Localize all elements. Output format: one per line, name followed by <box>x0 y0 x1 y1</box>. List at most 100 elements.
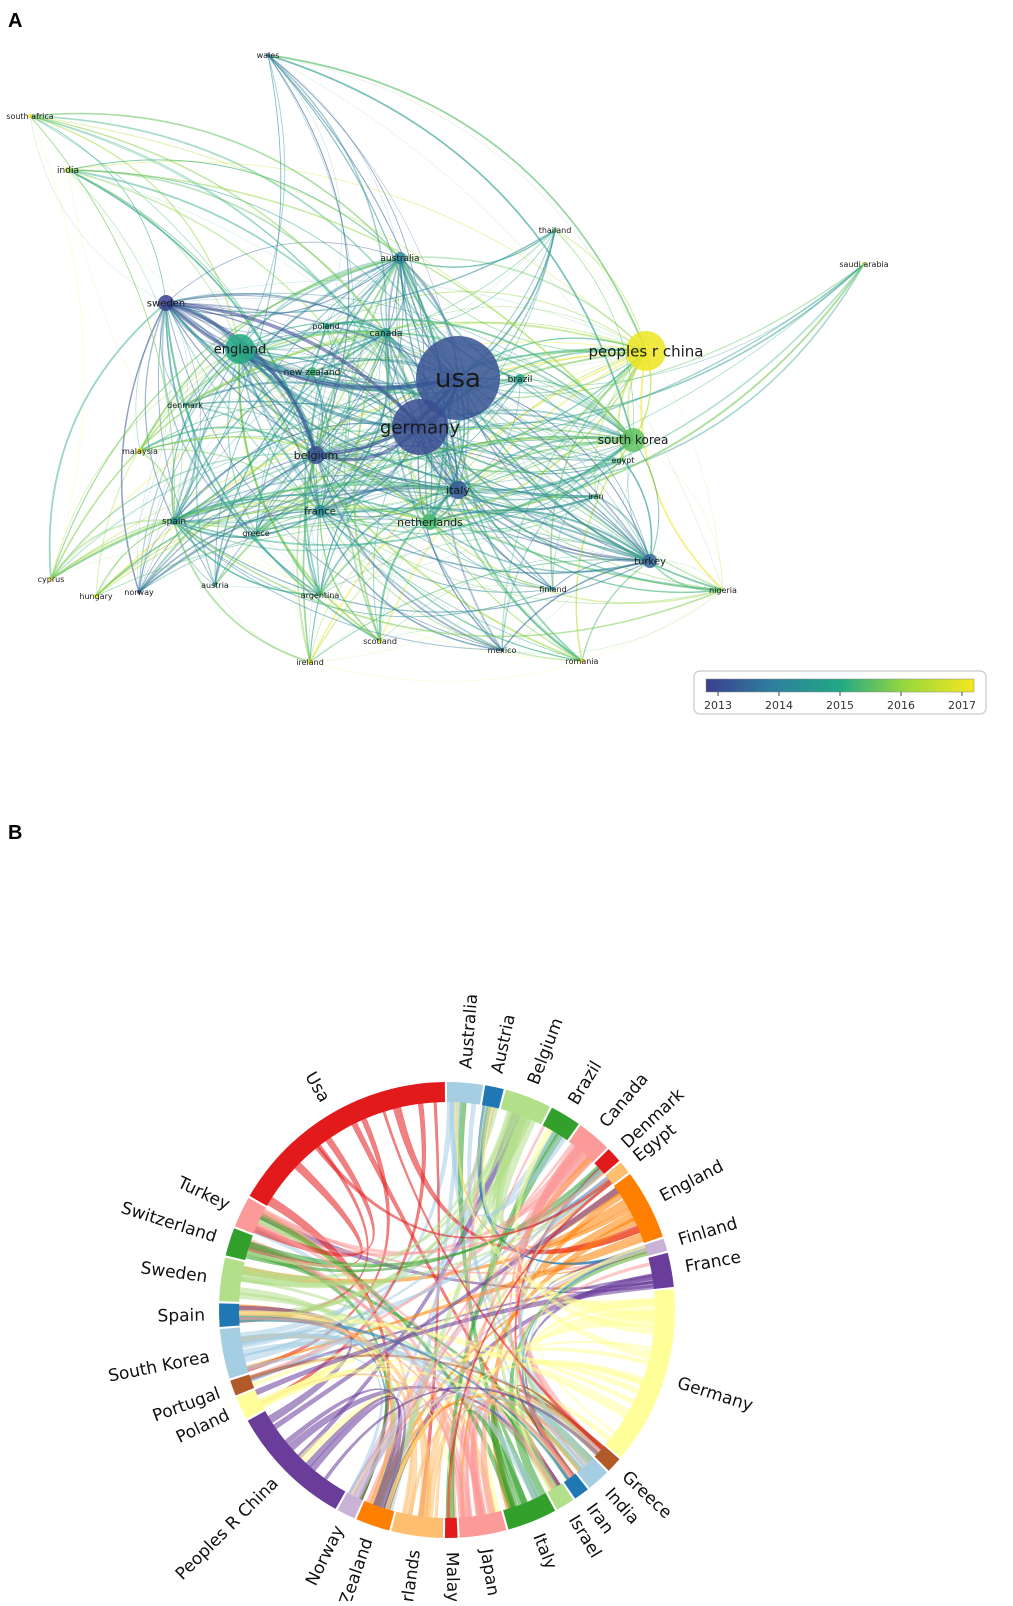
node-label-romania: romania <box>566 657 599 666</box>
network-edge <box>550 350 647 590</box>
network-edge <box>173 520 554 618</box>
network-edge <box>50 499 431 580</box>
network-edge <box>649 560 724 591</box>
segment-label: Austria <box>488 1012 520 1075</box>
network-edge <box>29 115 85 580</box>
network-edge <box>319 263 865 513</box>
network-edge <box>165 302 201 522</box>
node-france <box>314 505 326 517</box>
network-edge <box>165 302 321 512</box>
node-label-ireland: ireland <box>296 658 324 667</box>
network-edge <box>173 520 311 663</box>
network-edge <box>50 426 421 580</box>
network-edge <box>316 332 387 512</box>
network-edge <box>378 489 459 642</box>
network-edge <box>379 378 521 642</box>
node-peoples-r-china <box>626 331 666 371</box>
chord-ribbon <box>537 1244 646 1435</box>
segment-label: South Korea <box>107 1347 212 1387</box>
network-edge <box>429 521 724 604</box>
network-edge <box>501 439 634 651</box>
node-label-thailand: thailand <box>539 226 572 235</box>
node-spain <box>170 517 178 525</box>
network-edge <box>315 257 401 456</box>
network-edge <box>173 378 521 524</box>
arc-usa <box>249 1082 446 1206</box>
network-edge <box>319 459 624 529</box>
network-edge <box>139 436 431 523</box>
network-edge <box>385 332 503 651</box>
network-edge <box>385 332 651 562</box>
network-edge <box>353 332 387 642</box>
node-malaysia <box>137 448 143 454</box>
node-hungary <box>94 594 98 598</box>
node-label-india: india <box>57 166 79 176</box>
network-edge <box>165 280 647 352</box>
network-edge <box>457 263 865 491</box>
network-edge <box>138 426 421 593</box>
segment-label: Usa <box>300 1069 333 1106</box>
node-austria <box>213 583 217 587</box>
network-edge <box>95 302 171 597</box>
network-edge <box>95 522 651 597</box>
arc-india <box>577 1458 608 1488</box>
scale-tick-label: 2015 <box>826 699 854 712</box>
network-edge <box>552 439 634 590</box>
node-label-south-africa: south africa <box>6 112 54 121</box>
arc-canada <box>568 1125 608 1162</box>
network-edge <box>292 332 387 663</box>
network-edge <box>552 558 651 590</box>
node-label-egypt: egypt <box>612 456 635 465</box>
arc-norway <box>337 1492 363 1519</box>
network-edge <box>138 257 401 593</box>
network-edge <box>95 504 431 597</box>
network-edge <box>319 378 521 512</box>
network-edge <box>267 54 388 334</box>
arc-germany <box>605 1289 675 1458</box>
network-edge <box>165 302 381 642</box>
node-label-peoples-r-china: peoples r china <box>589 342 704 360</box>
network-edge <box>173 520 503 651</box>
network-edge <box>173 520 724 638</box>
network-edge <box>501 560 651 651</box>
network-edge <box>417 426 503 651</box>
network-edge <box>385 332 647 368</box>
network-edge <box>501 439 634 651</box>
network-edge <box>29 115 387 334</box>
node-label-mexico: mexico <box>488 646 517 655</box>
network-edge <box>95 520 175 597</box>
network-edge <box>315 325 336 456</box>
network-edge <box>50 257 401 580</box>
node-italy <box>449 481 467 499</box>
node-norway <box>137 590 141 594</box>
network-edge <box>429 495 597 533</box>
node-label-nigeria: nigeria <box>709 586 737 595</box>
node-denmark <box>183 403 187 407</box>
network-edge <box>95 350 647 597</box>
network-edge <box>457 489 597 511</box>
node-australia <box>394 252 406 264</box>
node-brazil <box>515 374 525 384</box>
node-label-france: france <box>304 507 336 518</box>
network-edge <box>138 349 647 593</box>
network-edge <box>239 263 865 400</box>
network-edge <box>457 350 647 491</box>
network-edge <box>399 229 556 268</box>
network-edge <box>67 169 321 512</box>
network-edge <box>165 302 321 596</box>
chord-ribbon <box>238 1310 432 1518</box>
arc-italy <box>503 1493 556 1530</box>
arc-poland <box>236 1389 265 1419</box>
node-argentina <box>318 593 322 597</box>
chord-ribbons <box>238 1101 656 1519</box>
network-edge <box>29 115 167 304</box>
arc-sweden <box>219 1257 245 1302</box>
network-edge <box>50 483 459 580</box>
network-edge <box>29 115 241 350</box>
network-edge <box>173 454 317 522</box>
node-label-australia: australia <box>380 254 419 264</box>
node-saudi-arabia <box>862 262 866 266</box>
network-edge <box>50 484 651 580</box>
network-edge <box>50 505 321 580</box>
